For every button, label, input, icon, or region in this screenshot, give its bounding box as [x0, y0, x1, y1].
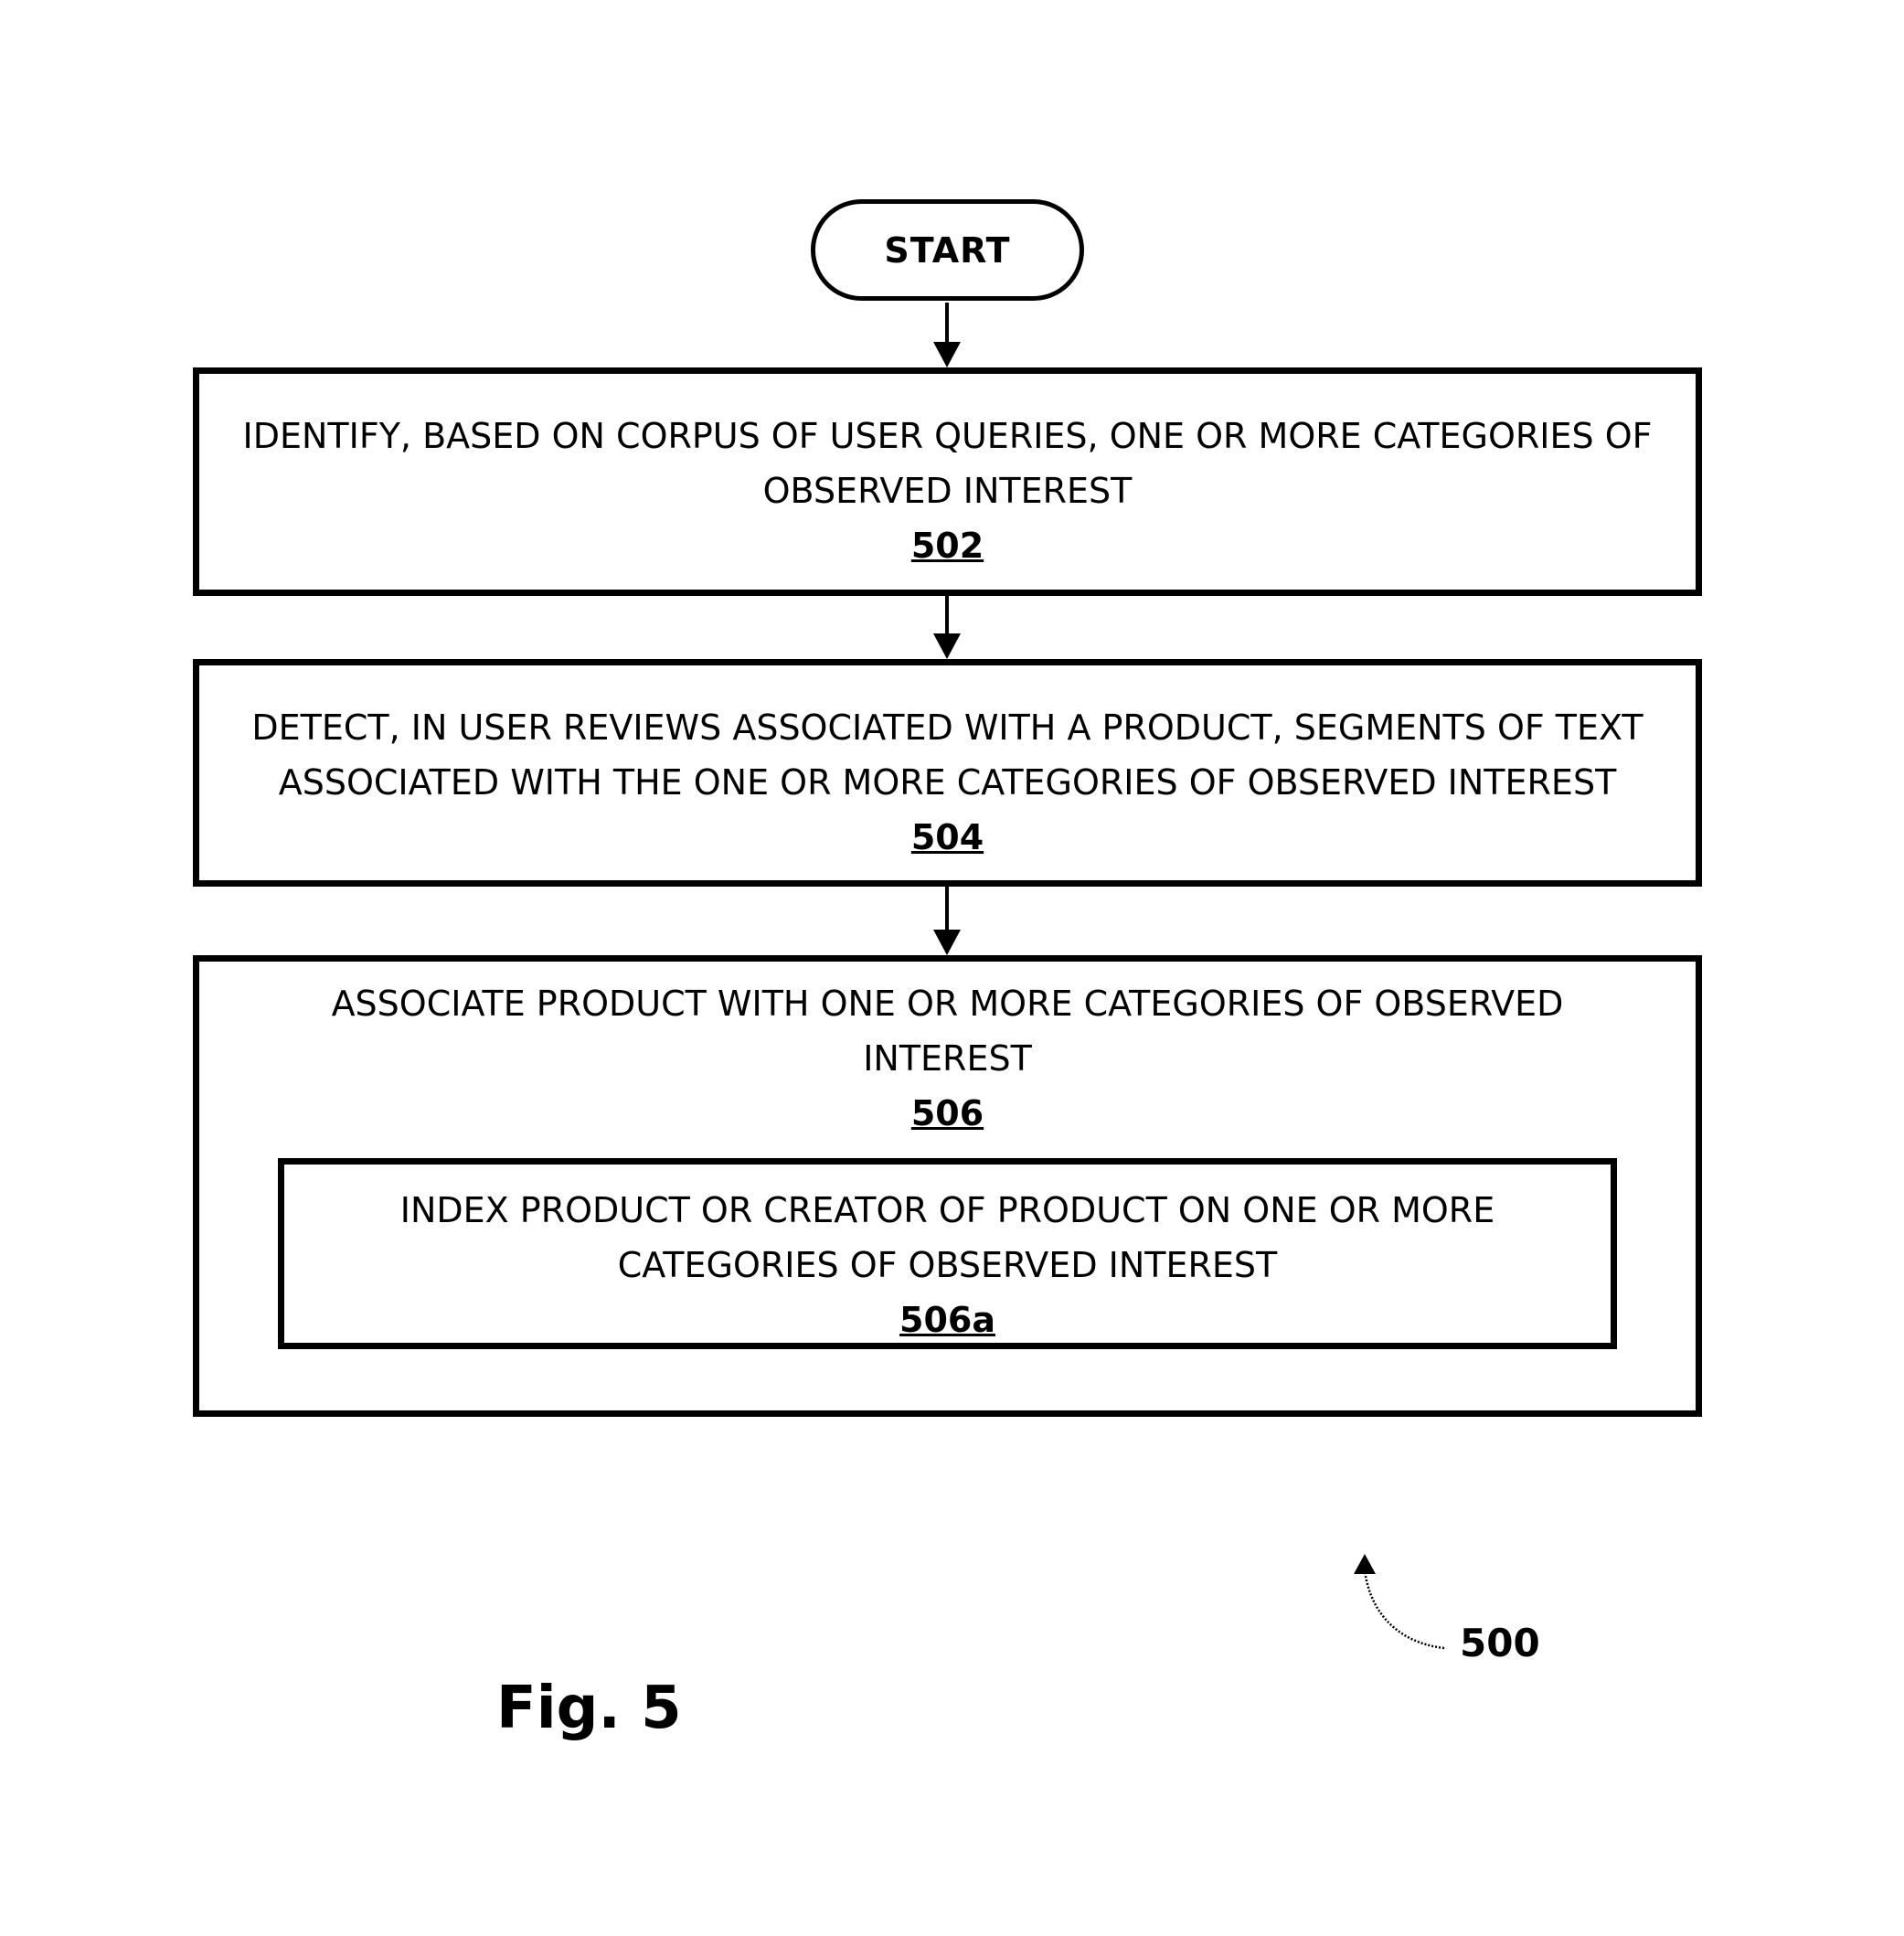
figure-reference-number: 500	[1460, 1621, 1540, 1665]
step-502-line-1: IDENTIFY, BASED ON CORPUS OF USER QUERIE…	[242, 416, 1653, 456]
substep-506a-box: INDEX PRODUCT OR CREATOR OF PRODUCT ON O…	[278, 1158, 1617, 1349]
step-506-line-2: INTEREST	[863, 1038, 1032, 1079]
figure-label: Fig. 5	[496, 1675, 682, 1742]
substep-506a-line-2: CATEGORIES OF OBSERVED INTEREST	[617, 1245, 1278, 1285]
step-502-box: IDENTIFY, BASED ON CORPUS OF USER QUERIE…	[193, 367, 1702, 596]
step-506-ref: 506	[910, 1093, 984, 1133]
step-504-ref: 504	[910, 817, 984, 857]
step-502-ref: 502	[910, 526, 984, 566]
arrow-504-to-506	[933, 887, 961, 955]
ref-500-pointer-arrow	[1354, 1554, 1445, 1650]
step-504-line-2: ASSOCIATED WITH THE ONE OR MORE CATEGORI…	[278, 762, 1617, 803]
step-504-line-1: DETECT, IN USER REVIEWS ASSOCIATED WITH …	[251, 707, 1643, 748]
substep-506a-line-1: INDEX PRODUCT OR CREATOR OF PRODUCT ON O…	[399, 1190, 1495, 1230]
arrow-start-to-502	[933, 303, 961, 367]
step-504-box: DETECT, IN USER REVIEWS ASSOCIATED WITH …	[193, 659, 1702, 887]
arrow-502-to-504	[933, 596, 961, 659]
start-label: START	[884, 229, 1011, 271]
substep-506a-ref: 506a	[899, 1300, 995, 1340]
step-502-line-2: OBSERVED INTEREST	[762, 471, 1133, 511]
start-terminal: START	[811, 199, 1084, 301]
step-506-line-1: ASSOCIATE PRODUCT WITH ONE OR MORE CATEG…	[331, 984, 1564, 1024]
